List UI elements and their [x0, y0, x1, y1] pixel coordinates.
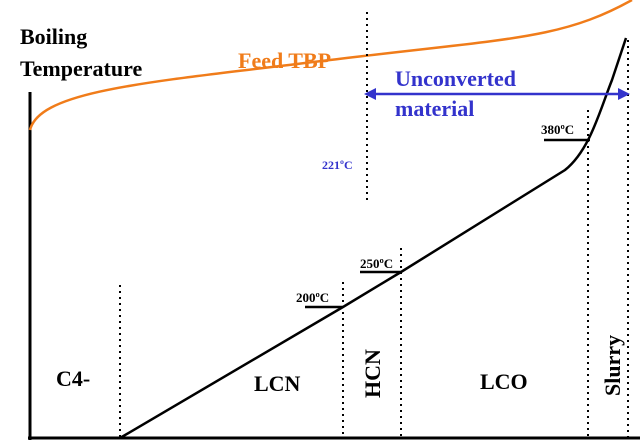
feed-tbp-curve — [28, 0, 633, 131]
temp-label-200: 200ºC — [296, 290, 329, 305]
fraction-label-lco: LCO — [480, 369, 528, 394]
unconverted-label-line2: material — [395, 96, 474, 121]
fraction-label-slurry: Slurry — [600, 335, 625, 396]
temp-label-250: 250ºC — [360, 256, 393, 271]
fraction-label-hcn: HCN — [360, 349, 385, 398]
feed-tbp-label: Feed TBP — [238, 48, 331, 73]
temp-label-221: 221ºC — [322, 158, 353, 172]
product-curve — [119, 37, 628, 440]
unconverted-label-line1: Unconverted — [395, 66, 516, 91]
y-axis-title-line2: Temperature — [20, 56, 142, 81]
fraction-label-c4: C4- — [56, 366, 90, 391]
fraction-label-lcn: LCN — [254, 371, 301, 396]
unconverted-arrow-head-right — [618, 88, 630, 100]
unconverted-arrow-head-left — [364, 88, 376, 100]
temp-label-380: 380ºC — [541, 122, 574, 137]
y-axis-title-line1: Boiling — [20, 24, 87, 49]
